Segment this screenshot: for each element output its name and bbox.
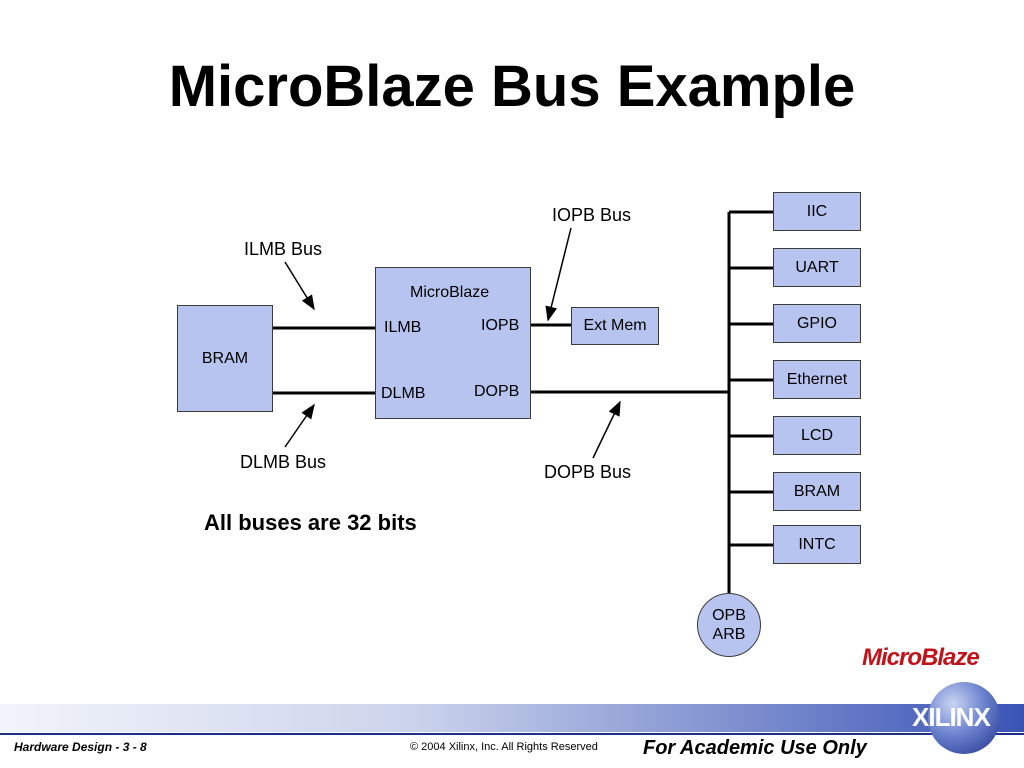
peripheral-label: Ethernet xyxy=(786,370,848,388)
peripheral-label: GPIO xyxy=(796,314,837,332)
xilinx-logo: XILINX xyxy=(912,702,991,732)
ilmb-port-label: ILMB xyxy=(384,319,422,336)
peripheral-label: INTC xyxy=(798,535,836,553)
logo-blaze-text: Blaze xyxy=(921,644,980,671)
iopb-bus-label: IOPB Bus xyxy=(552,205,632,225)
dlmb-label-arrow xyxy=(284,403,315,448)
arbiter-label-line2: ARB xyxy=(712,626,746,643)
bus-width-note: All buses are 32 bits xyxy=(204,510,417,535)
peripheral-ethernet: Ethernet xyxy=(773,360,861,399)
arbiter-label-line1: OPB xyxy=(712,607,746,624)
footer-gradient-bar xyxy=(0,704,1024,732)
bram-label: BRAM xyxy=(201,350,249,367)
dlmb-bus-label: DLMB Bus xyxy=(240,452,327,472)
iopb-label-arrow xyxy=(545,227,572,322)
peripheral-label: BRAM xyxy=(793,482,841,500)
peripheral-intc: INTC xyxy=(773,525,861,564)
peripheral-label: UART xyxy=(795,258,839,276)
peripheral-label: IIC xyxy=(806,202,828,220)
footer-course-label: Hardware Design - 3 - 8 xyxy=(14,740,147,754)
ilmb-bus-label: ILMB Bus xyxy=(244,239,323,259)
bram-block: BRAM xyxy=(177,305,273,412)
xilinx-globe-icon xyxy=(928,682,1000,754)
dopb-label-arrow xyxy=(592,400,621,459)
footer-copyright: © 2004 Xilinx, Inc. All Rights Reserved xyxy=(410,741,598,753)
ext-mem-label: Ext Mem xyxy=(583,317,647,334)
peripheral-label: LCD xyxy=(800,426,833,444)
slide-title: MicroBlaze Bus Example xyxy=(168,54,856,119)
ext-mem-block: Ext Mem xyxy=(571,307,659,345)
peripheral-bram: BRAM xyxy=(773,472,861,511)
ilmb-label-arrow xyxy=(284,261,315,311)
dlmb-port-label: DLMB xyxy=(381,385,426,402)
peripheral-iic: IIC xyxy=(773,192,861,231)
peripheral-lcd: LCD xyxy=(773,416,861,455)
microblaze-block: MicroBlaze ILMB IOPB DLMB DOPB xyxy=(375,267,531,419)
dopb-port-label: DOPB xyxy=(474,383,520,400)
iopb-port-label: IOPB xyxy=(481,317,520,334)
footer-usage: For Academic Use Only xyxy=(643,737,867,759)
logo-micro-text: Micro xyxy=(862,644,922,671)
microblaze-label: MicroBlaze xyxy=(410,284,490,301)
peripheral-gpio: GPIO xyxy=(773,304,861,343)
dopb-bus-label: DOPB Bus xyxy=(544,462,632,482)
peripheral-uart: UART xyxy=(773,248,861,287)
microblaze-logo: MicroBlaze xyxy=(862,644,980,672)
opb-arbiter: OPB ARB xyxy=(697,593,761,657)
footer-divider xyxy=(0,733,1024,735)
